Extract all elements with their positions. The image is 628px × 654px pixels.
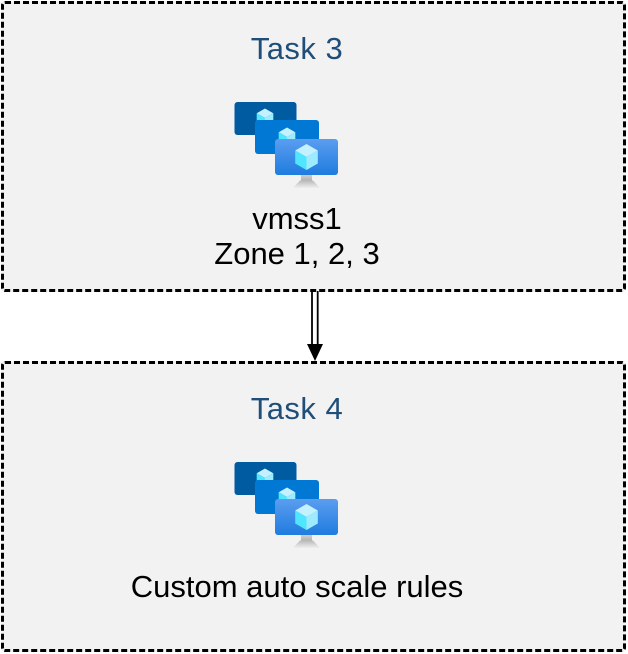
vm-scale-sets-icon <box>234 102 338 188</box>
task4-title: Task 4 <box>250 391 344 426</box>
arrowhead <box>307 344 323 361</box>
vmss-name-label: vmss1 <box>252 201 342 236</box>
task4-box: Task 4 Custom auto scale rules <box>1 361 626 652</box>
down-arrow-connector <box>307 291 323 361</box>
vm-scale-sets-icon <box>234 462 338 548</box>
autoscale-rules-label: Custom auto scale rules <box>130 569 464 604</box>
task3-box: Task 3 vmss1 Zone 1, 2, 3 <box>1 1 626 292</box>
vmss-zones-label: Zone 1, 2, 3 <box>214 236 380 271</box>
task3-title: Task 3 <box>250 31 344 66</box>
